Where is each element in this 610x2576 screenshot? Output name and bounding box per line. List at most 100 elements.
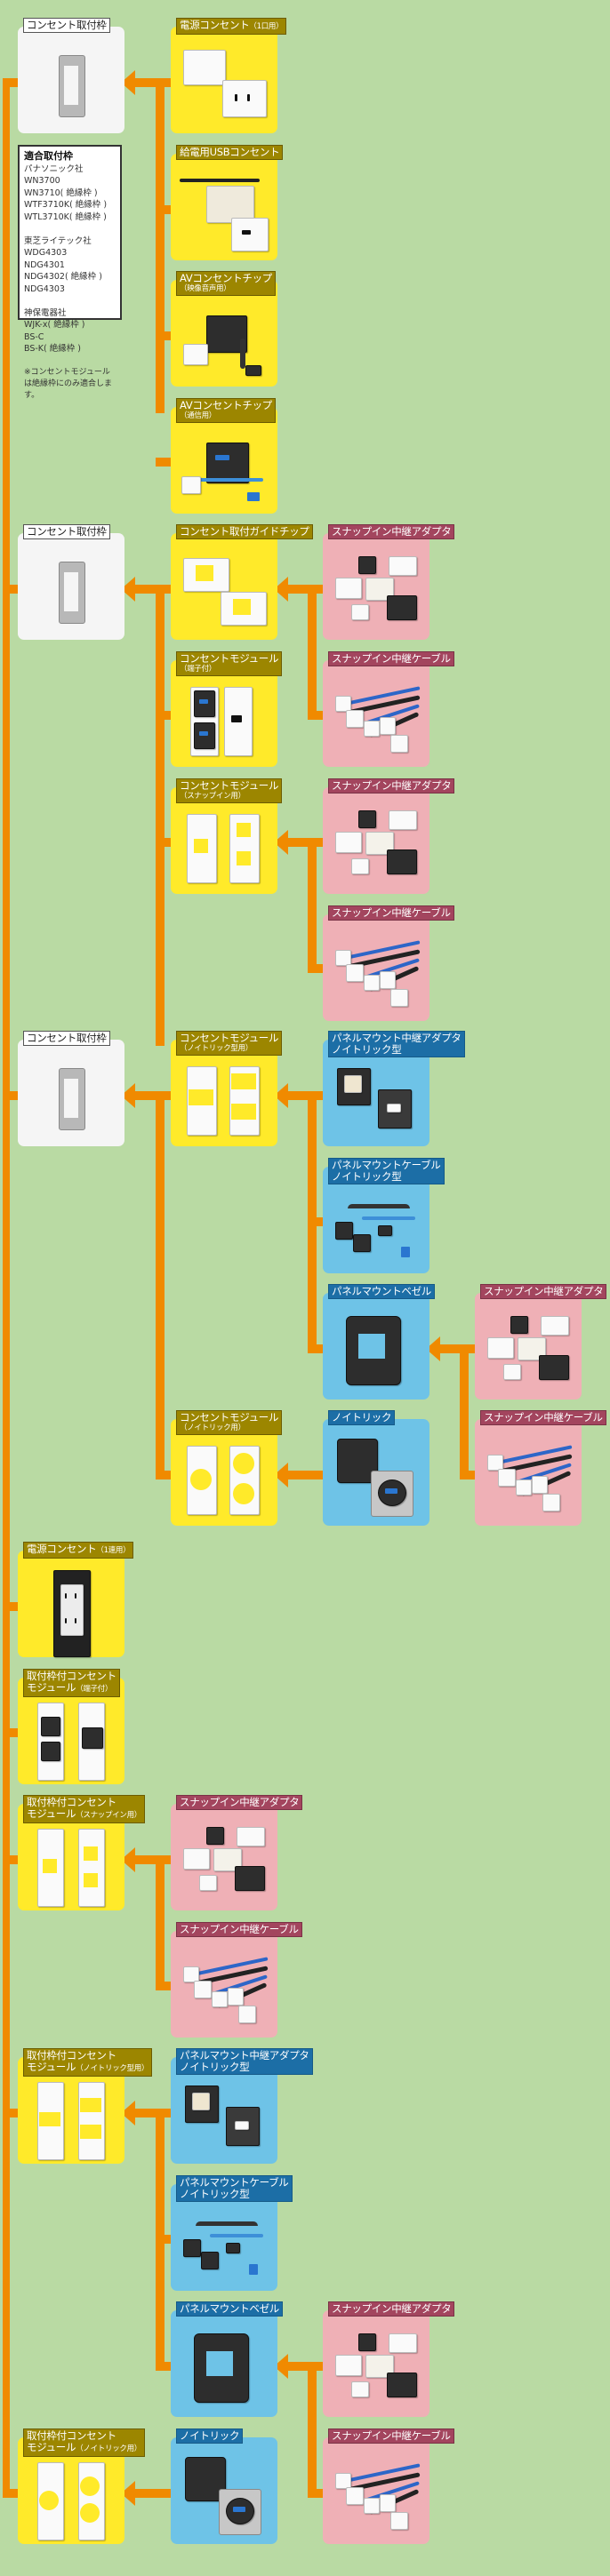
snapin-cable-card-2[interactable]: スナップイン中継ケーブル [323, 905, 454, 1021]
panel-mount-cable-image [180, 2207, 269, 2284]
snapin-cable-card-1[interactable]: スナップイン中継ケーブル [323, 651, 454, 767]
acc-h-3 [438, 1344, 475, 1353]
outlet-frame-card-2[interactable]: コンセント取付枠 [18, 524, 124, 640]
model-item: WJK-x( 絶縁枠 ) [24, 320, 85, 331]
card-label: スナップイン中継ケーブル [176, 1922, 302, 1937]
terminal-module-image [180, 678, 269, 760]
frame-module-neutrik-type-card[interactable]: 取付枠付コンセントモジュール（ノイトリック型用） [18, 2048, 153, 2164]
card-label: パネルマウントベゼル [176, 2301, 283, 2317]
acc-trunk-2b [308, 838, 317, 973]
card-label: 取付枠付コンセントモジュール（ノイトリック用） [23, 2428, 146, 2457]
acc-trunk-4b [308, 2362, 317, 2498]
acc-trunk-2a [308, 585, 317, 720]
card-label: コンセント取付ガイドチップ [176, 524, 313, 539]
arrow-acc-2a [274, 577, 288, 602]
card-label: スナップイン中継ケーブル [480, 1410, 606, 1425]
neutrik-card-1[interactable]: ノイトリック [323, 1410, 429, 1526]
arrow-acc-4a [121, 1847, 135, 1872]
power-outlet-1gang-image [27, 1568, 116, 1657]
power-outlet-1gang-card[interactable]: 電源コンセント（1連用） [18, 1542, 134, 1657]
outlet-frame-card-3[interactable]: コンセント取付枠 [18, 1031, 124, 1146]
panel-mount-bezel-card-1[interactable]: パネルマウントベゼル [323, 1284, 435, 1400]
frame-module-terminal-card[interactable]: 取付枠付コンセントモジュール（端子付） [18, 1669, 124, 1784]
card-label: AVコンセントチップ（映像音声用） [176, 271, 276, 296]
outlet-frame-image [27, 1057, 116, 1139]
av-outlet-chip-comm-card[interactable]: AVコンセントチップ（通信用） [171, 398, 277, 514]
neutrik-image [180, 2455, 269, 2537]
power-outlet-image [180, 44, 269, 126]
card-label: パネルマウントベゼル [328, 1284, 435, 1299]
maker-name: 神保電器社 [24, 307, 67, 318]
card-label: ノイトリック [176, 2428, 244, 2444]
outlet-frame-card-1[interactable]: コンセント取付枠 [18, 18, 124, 133]
snapin-adapter-card-1[interactable]: スナップイン中継アダプタ [323, 524, 455, 640]
model-item: BS-C [24, 331, 44, 342]
trunk-section1 [156, 78, 165, 413]
neutrik-module-image [180, 1437, 269, 1519]
usb-charging-outlet-card[interactable]: 給電用USBコンセント [171, 145, 284, 260]
h-section3 [133, 1091, 171, 1100]
card-label: パネルマウント中継アダプタノイトリック型 [176, 2048, 313, 2075]
snapin-adapter-image [332, 2328, 421, 2410]
stub-s3-2 [156, 1471, 171, 1479]
arrow-acc-3 [426, 1336, 440, 1361]
snapin-cable-card-4[interactable]: スナップイン中継ケーブル [171, 1922, 302, 2038]
arrow-acc-4b [274, 2354, 288, 2379]
compatibility-note: ※コンセントモジュールは絶縁枠にのみ適合します。 [24, 367, 113, 400]
snapin-adapter-card-5[interactable]: スナップイン中継アダプタ [323, 2301, 455, 2417]
card-label: 取付枠付コンセントモジュール（端子付） [23, 1669, 120, 1697]
card-label: スナップイン中継アダプタ [480, 1284, 607, 1299]
acc-h-2b [286, 838, 323, 847]
panel-stub-4c [156, 2362, 171, 2371]
stub-s2-2 [156, 711, 171, 720]
outlet-module-snapin-card[interactable]: コンセントモジュール（スナップイン用） [171, 778, 283, 894]
acc-h-4b [286, 2362, 323, 2371]
neutrik-card-2[interactable]: ノイトリック [171, 2428, 277, 2544]
panel-stub-3c [308, 1344, 323, 1353]
card-label: 取付枠付コンセントモジュール（ノイトリック型用） [23, 2048, 153, 2077]
acc-h-2a [286, 585, 323, 594]
card-label: スナップイン中継ケーブル [328, 905, 454, 921]
panel-mount-cable-card-1[interactable]: パネルマウントケーブルノイトリック型 [323, 1158, 445, 1273]
av-outlet-chip-av-card[interactable]: AVコンセントチップ（映像音声用） [171, 271, 277, 387]
panel-stub-3b [308, 1217, 323, 1226]
snapin-adapter-image [180, 1822, 269, 1903]
card-label: パネルマウントケーブルノイトリック型 [176, 2175, 293, 2202]
neutrik-type-module-image [180, 1057, 269, 1139]
guide-chip-image [180, 551, 269, 633]
card-label: コンセント取付枠 [23, 524, 110, 539]
stub-frame-3 [3, 1091, 18, 1100]
model-item: WDG4303 [24, 248, 68, 259]
snapin-cable-card-5[interactable]: スナップイン中継ケーブル [323, 2428, 454, 2544]
panel-mount-bezel-card-2[interactable]: パネルマウントベゼル [171, 2301, 283, 2417]
model-item: WTF3710K( 絶縁枠 ) [24, 200, 108, 211]
snapin-cable-image [484, 1437, 573, 1519]
panel-mount-adapter-card-1[interactable]: パネルマウント中継アダプタノイトリック型 [323, 1031, 465, 1146]
snapin-cable-card-3[interactable]: スナップイン中継ケーブル [475, 1410, 606, 1526]
snapin-adapter-card-2[interactable]: スナップイン中継アダプタ [323, 778, 455, 894]
snapin-cable-image [332, 2455, 421, 2537]
power-outlet-1port-card[interactable]: 電源コンセント（1口用） [171, 18, 287, 133]
outlet-module-neutrik-card[interactable]: コンセントモジュール（ノイトリック用） [171, 1410, 283, 1526]
panel-mount-cable-card-2[interactable]: パネルマウントケーブルノイトリック型 [171, 2175, 293, 2291]
outlet-frame-image [27, 44, 116, 126]
snapin-adapter-card-4[interactable]: スナップイン中継アダプタ [171, 1795, 303, 1910]
frame-module-neutrik-card[interactable]: 取付枠付コンセントモジュール（ノイトリック用） [18, 2428, 146, 2544]
trunk-section3 [156, 1091, 165, 1478]
card-label: ノイトリック [328, 1410, 396, 1425]
outlet-frame-image [27, 551, 116, 633]
frame-module-snapin-card[interactable]: 取付枠付コンセントモジュール（スナップイン用） [18, 1795, 146, 1910]
guide-chip-card[interactable]: コンセント取付ガイドチップ [171, 524, 313, 640]
outlet-module-terminal-card[interactable]: コンセントモジュール（端子付） [171, 651, 283, 767]
snapin-adapter-card-3[interactable]: スナップイン中継アダプタ [475, 1284, 607, 1400]
snapin-adapter-image [332, 805, 421, 887]
card-label: 電源コンセント（1口用） [176, 18, 287, 35]
card-label: コンセントモジュール（ノイトリック用） [176, 1410, 283, 1435]
stub-s1-2 [156, 205, 171, 214]
outlet-module-neutrik-type-card[interactable]: コンセントモジュール（ノイトリック型用） [171, 1031, 283, 1146]
card-label: パネルマウント中継アダプタノイトリック型 [328, 1031, 465, 1057]
panel-h-4 [133, 2109, 171, 2117]
frame-module-terminal-image [27, 1703, 116, 1781]
panel-mount-adapter-card-2[interactable]: パネルマウント中継アダプタノイトリック型 [171, 2048, 313, 2164]
model-item: NDG4303 [24, 283, 65, 294]
